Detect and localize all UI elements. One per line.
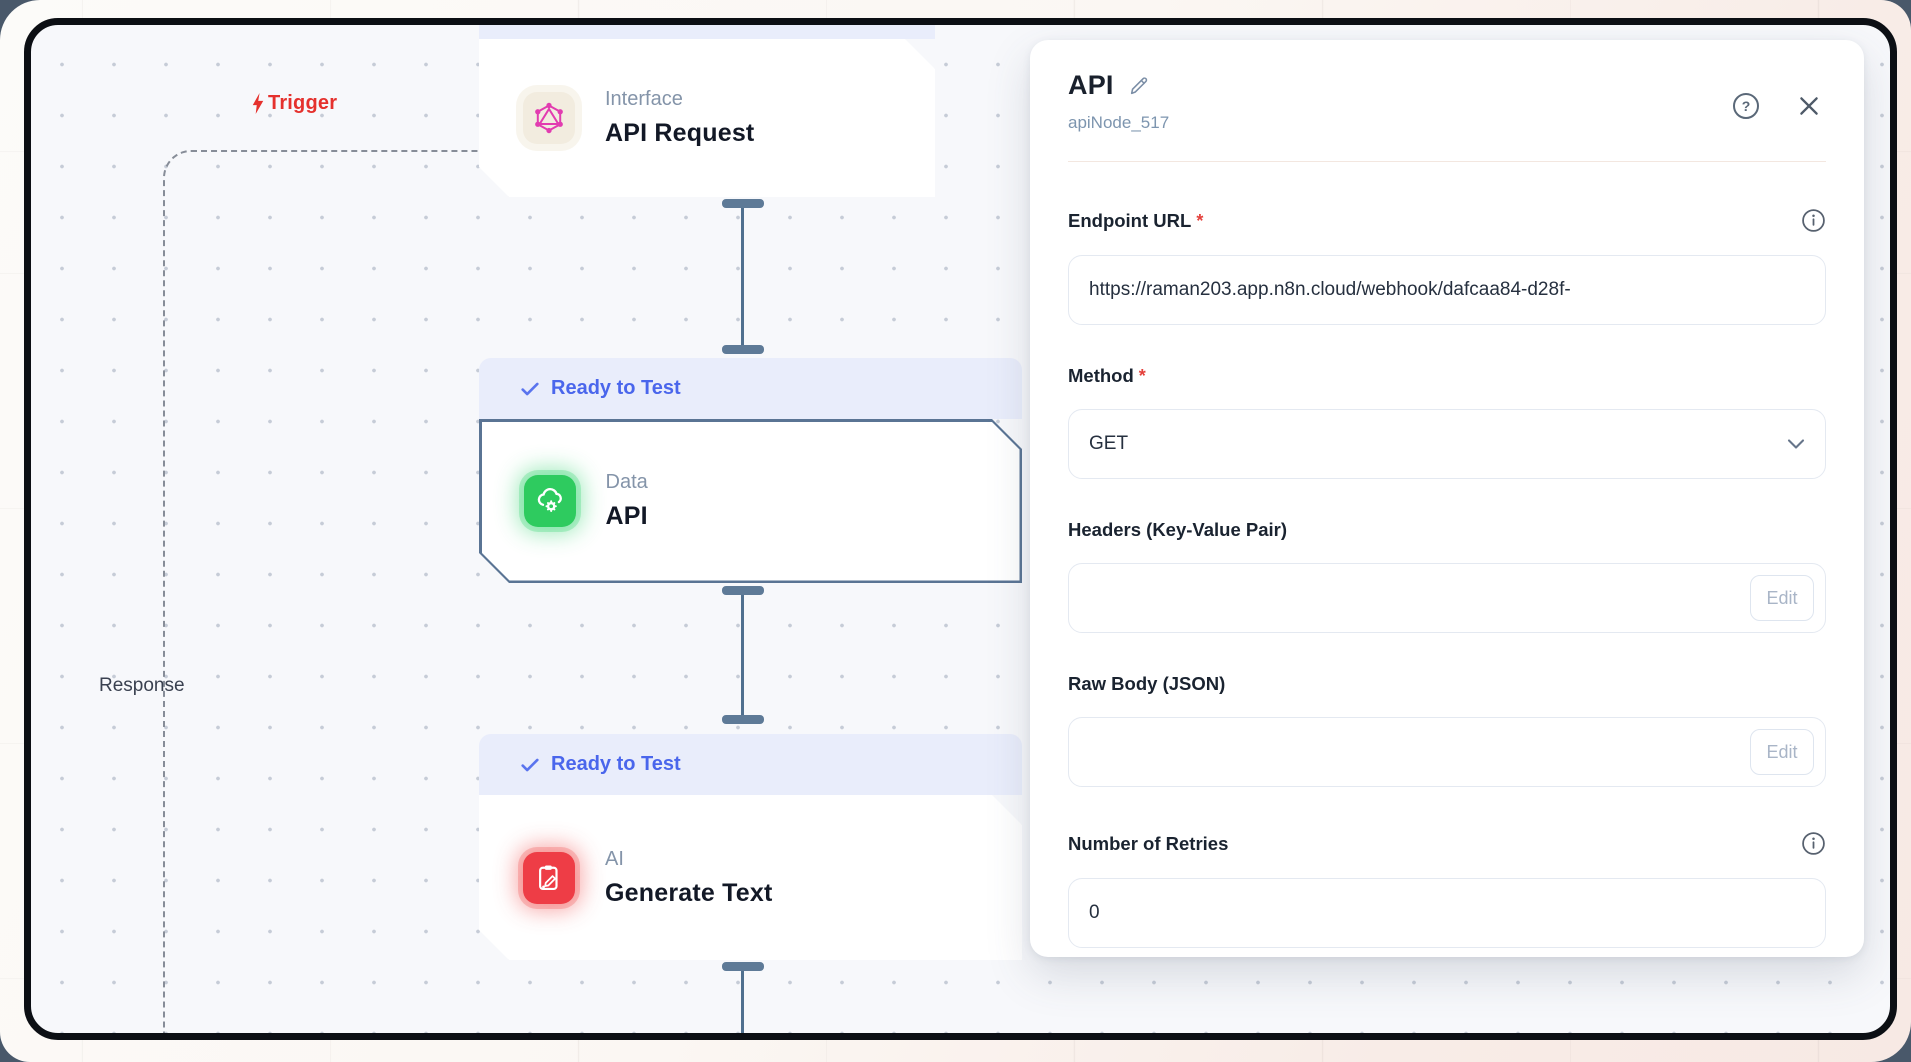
method-selected-value: GET: [1089, 433, 1129, 454]
close-icon: [1796, 93, 1822, 119]
method-select[interactable]: GET: [1068, 409, 1826, 479]
node-interface-badge-strip: [479, 25, 935, 39]
input-port-ai[interactable]: [722, 715, 764, 724]
field-label: Method*: [1068, 365, 1146, 386]
trigger-label: Trigger: [251, 92, 337, 115]
check-icon: [521, 382, 539, 396]
headers-input[interactable]: [1068, 563, 1826, 633]
trigger-response-path: [163, 150, 478, 1033]
node-category: AI: [605, 847, 624, 870]
clipboard-pencil-icon: [523, 852, 575, 904]
node-title: API: [605, 502, 648, 530]
svg-text:?: ?: [1742, 98, 1751, 114]
workflow-canvas[interactable]: Trigger Response Interface API R: [24, 18, 1897, 1040]
field-method: Method* GET: [1068, 365, 1826, 479]
info-icon[interactable]: [1801, 831, 1826, 856]
node-category: Interface: [605, 88, 683, 110]
node-ai[interactable]: AI Generate Text: [479, 795, 1022, 960]
connector-wire: [741, 971, 744, 1033]
help-icon: ?: [1732, 92, 1760, 120]
node-data-badge: Ready to Test: [479, 358, 1022, 419]
node-category: Data: [605, 471, 648, 493]
output-port-ai[interactable]: [722, 962, 764, 971]
field-label: Headers (Key-Value Pair): [1068, 519, 1288, 540]
edit-raw-body-button[interactable]: Edit: [1750, 729, 1814, 775]
node-id: apiNode_517: [1068, 113, 1170, 132]
chevron-down-icon: [1787, 438, 1805, 450]
retries-input[interactable]: [1068, 878, 1826, 948]
cloud-gear-icon: [524, 475, 576, 527]
connector-wire: [741, 595, 744, 717]
field-label: Endpoint URL*: [1068, 209, 1204, 231]
endpoint-url-input[interactable]: [1068, 255, 1826, 325]
lightning-icon: [251, 93, 265, 114]
pencil-icon: [1128, 75, 1150, 97]
node-ai-badge: Ready to Test: [479, 734, 1022, 795]
node-data[interactable]: Data API: [479, 419, 1022, 583]
field-endpoint-url: Endpoint URL*: [1068, 208, 1826, 325]
response-label: Response: [99, 675, 185, 696]
field-headers: Headers (Key-Value Pair) Edit: [1068, 519, 1826, 633]
close-panel-button[interactable]: [1796, 93, 1822, 119]
rename-node-button[interactable]: [1128, 75, 1150, 97]
output-port-data[interactable]: [722, 586, 764, 595]
panel-header: API apiNode_517: [1068, 70, 1826, 133]
input-port-data[interactable]: [722, 345, 764, 354]
field-label: Raw Body (JSON): [1068, 673, 1226, 694]
node-settings-panel: API apiNode_517: [1030, 40, 1864, 957]
node-interface[interactable]: Interface API Request: [479, 39, 935, 197]
raw-body-input[interactable]: [1068, 717, 1826, 787]
connector-wire: [741, 208, 744, 348]
panel-divider: [1068, 161, 1826, 162]
node-title: Generate Text: [605, 878, 773, 907]
field-retries: Number of Retries: [1068, 831, 1826, 948]
edit-headers-button[interactable]: Edit: [1750, 575, 1814, 621]
help-button[interactable]: ?: [1732, 92, 1760, 120]
check-icon: [521, 758, 539, 772]
panel-title: API: [1068, 70, 1114, 100]
info-icon[interactable]: [1801, 208, 1826, 233]
field-label: Number of Retries: [1068, 832, 1229, 854]
node-title: API Request: [605, 119, 755, 147]
graphql-icon: [523, 92, 575, 144]
output-port-interface[interactable]: [722, 199, 764, 208]
trigger-label-text: Trigger: [268, 92, 338, 114]
field-raw-body: Raw Body (JSON) Edit: [1068, 673, 1826, 787]
